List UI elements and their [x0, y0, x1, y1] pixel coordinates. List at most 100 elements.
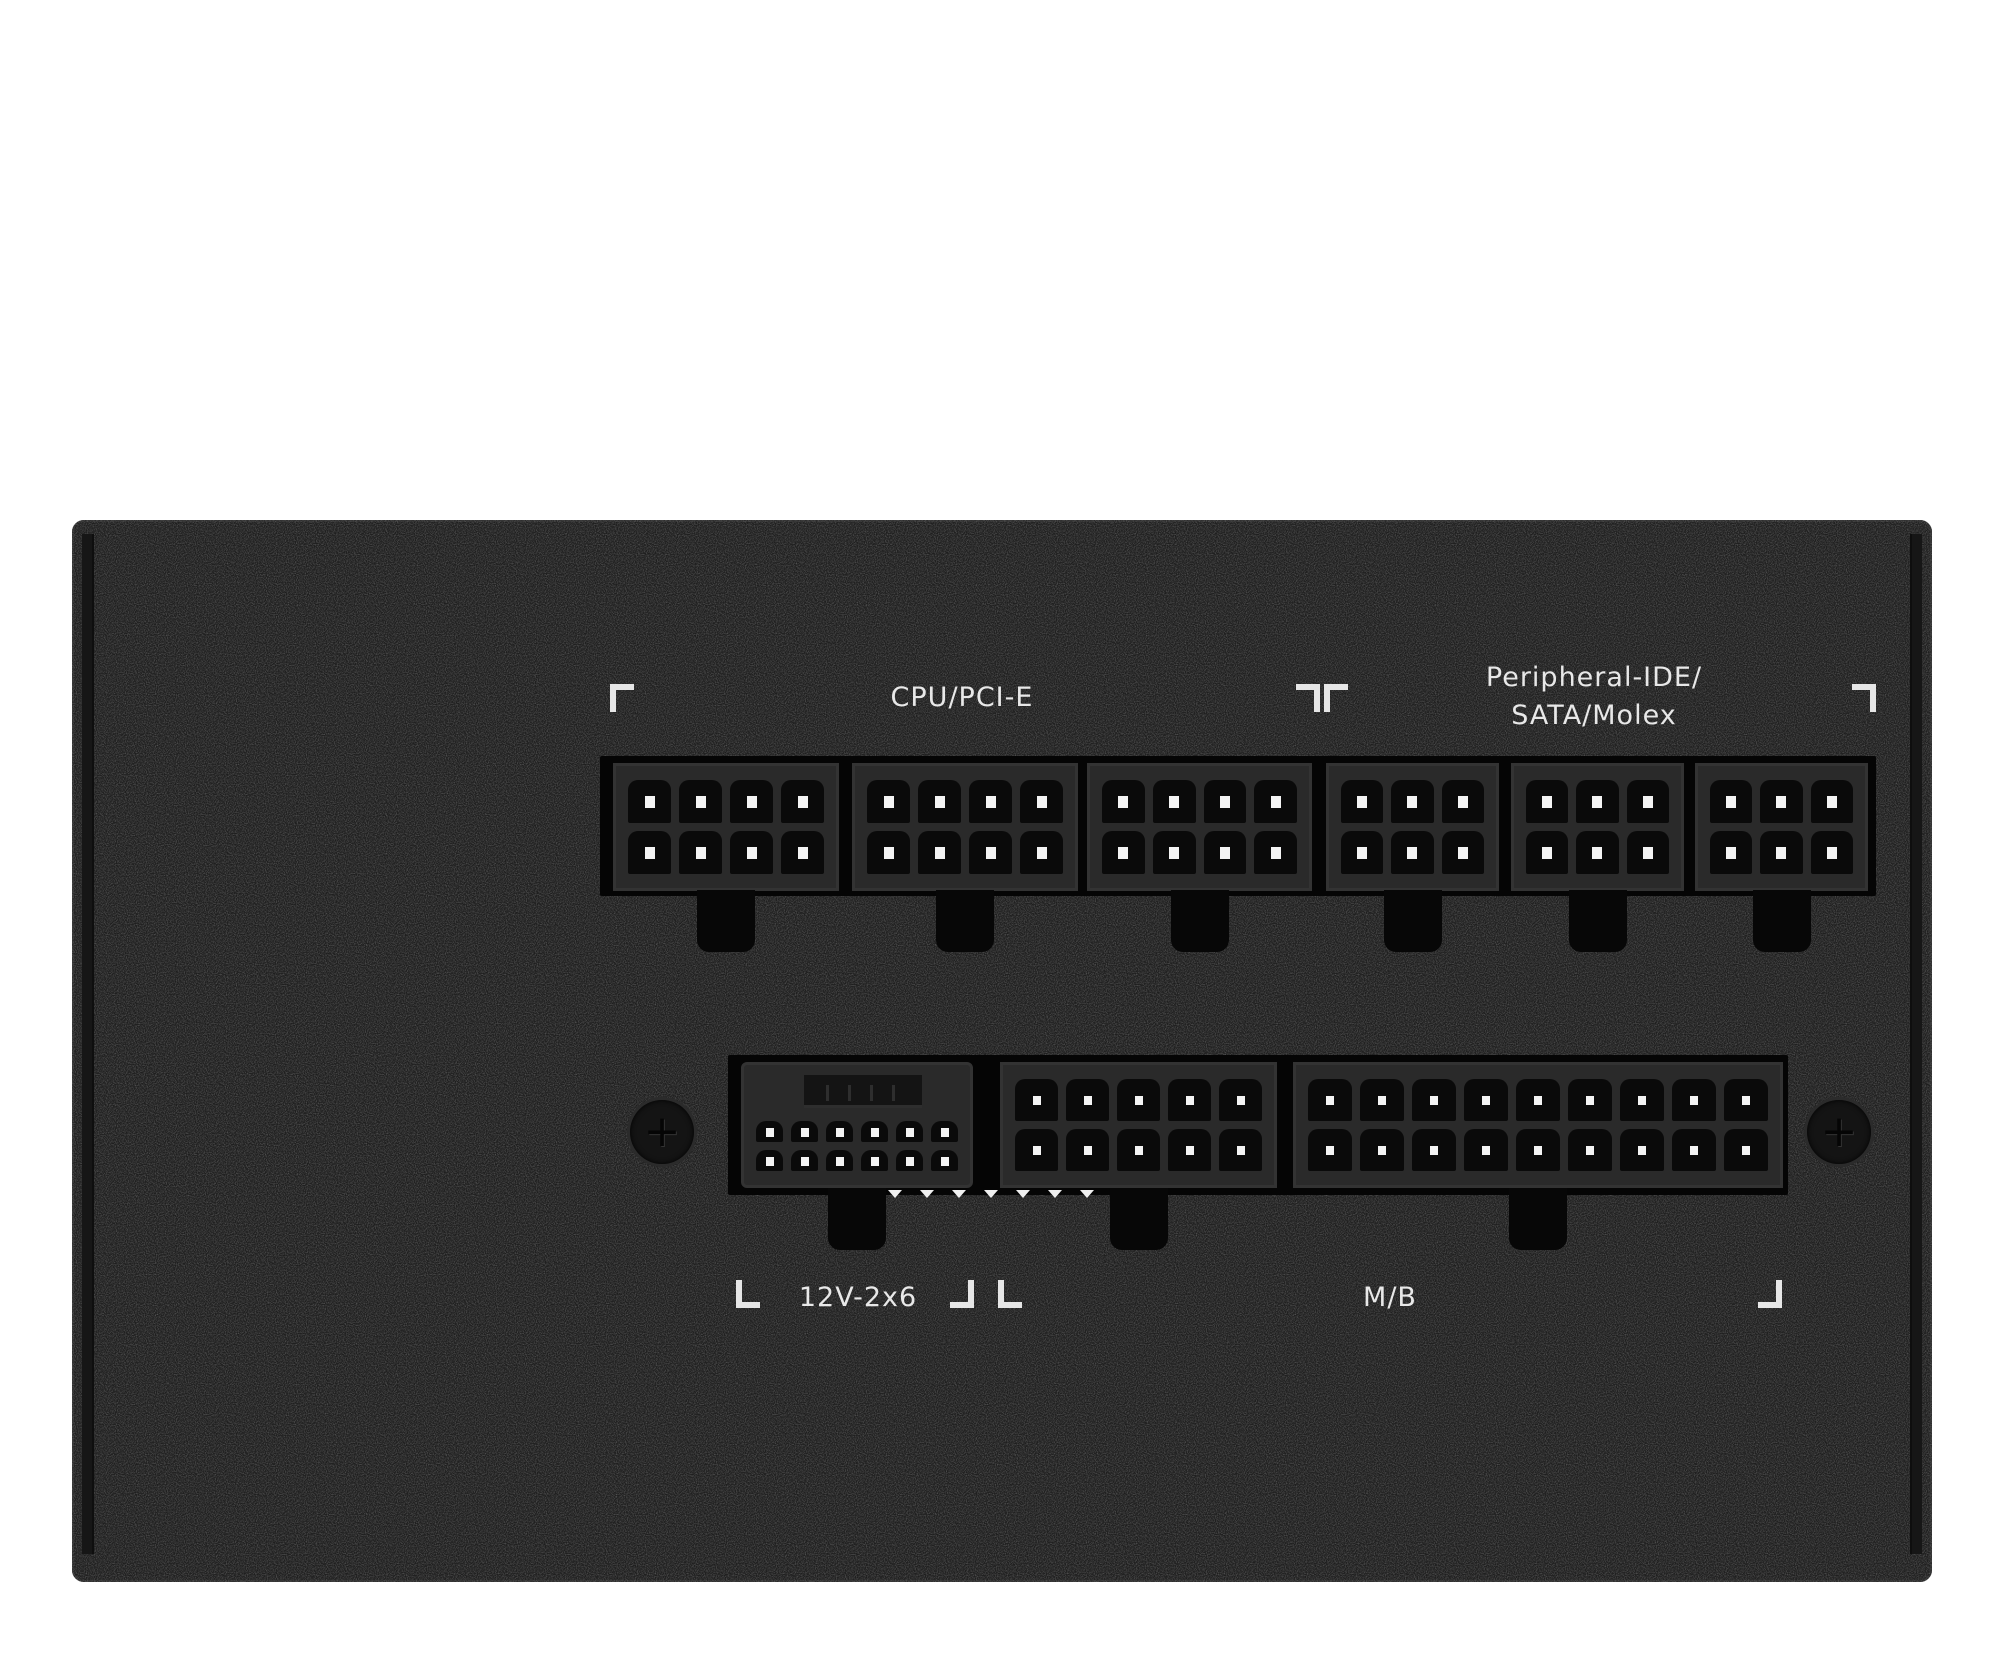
connector-12pin[interactable]: [741, 1062, 973, 1188]
pin-socket: [1760, 780, 1803, 823]
connector-6pin[interactable]: [1511, 763, 1684, 891]
pin-socket: [826, 1150, 853, 1171]
pin-socket: [1341, 831, 1384, 874]
pin-marker-icon: [920, 1190, 934, 1198]
pin-socket: [1015, 1079, 1058, 1121]
right-flange: [1910, 534, 1922, 1554]
pin-socket: [1015, 1129, 1058, 1171]
connector-latch: [1170, 890, 1229, 952]
pin-socket: [826, 1121, 853, 1142]
pin-socket: [1516, 1129, 1560, 1171]
pin-socket: [1020, 831, 1063, 874]
connector-8pin[interactable]: [613, 763, 839, 891]
bracket-corner-icon: [1296, 684, 1320, 712]
pin-socket: [781, 780, 824, 823]
connector-6pin[interactable]: [1695, 763, 1868, 891]
pin-socket: [1710, 831, 1753, 874]
pin-socket: [1360, 1079, 1404, 1121]
pin-socket: [1102, 780, 1145, 823]
pin-socket: [1391, 780, 1434, 823]
pin-socket: [1117, 1129, 1160, 1171]
pin-socket: [1810, 780, 1853, 823]
peripheral-label-line2: SATA/Molex: [1511, 700, 1677, 731]
motherboard-label: M/B: [1363, 1282, 1417, 1313]
connector-latch: [936, 890, 994, 952]
connector-latch: [828, 1188, 886, 1250]
pin-socket: [1203, 780, 1247, 823]
cpu-pcie-label: CPU/PCI-E: [890, 682, 1034, 713]
pin-socket: [1464, 1079, 1508, 1121]
pin-socket: [1308, 1079, 1352, 1121]
pin-socket: [1710, 780, 1753, 823]
pin-socket: [1526, 831, 1569, 874]
bracket-corner-icon: [736, 1280, 760, 1308]
pin-socket: [1412, 1079, 1456, 1121]
pin-socket: [1066, 1079, 1109, 1121]
pin-socket: [1626, 831, 1669, 874]
pin-socket: [1254, 831, 1297, 874]
bracket-corner-icon: [950, 1280, 974, 1308]
pin-socket: [1441, 831, 1484, 874]
connector-latch: [697, 890, 755, 952]
connector-18pin[interactable]: [1293, 1062, 1783, 1188]
pin-socket: [1219, 1129, 1262, 1171]
sense-pin-slot: [804, 1075, 922, 1108]
pin-socket: [1117, 1079, 1160, 1121]
pin-socket: [1360, 1129, 1404, 1171]
pin-socket: [1672, 1129, 1716, 1171]
pin-socket: [861, 1150, 888, 1171]
pin-socket: [1526, 780, 1569, 823]
pin-socket: [1102, 831, 1145, 874]
pin-socket: [1810, 831, 1853, 874]
pin-socket: [1620, 1129, 1664, 1171]
pin-socket: [1576, 831, 1619, 874]
bracket-corner-icon: [1324, 684, 1348, 712]
pin-socket: [1341, 780, 1384, 823]
pin-socket: [756, 1121, 783, 1142]
bracket-corner-icon: [1758, 1280, 1782, 1308]
pin-marker-icon: [1048, 1190, 1062, 1198]
connector-8pin[interactable]: [1087, 763, 1312, 891]
panel-texture: [72, 520, 1932, 1582]
pin-socket: [1308, 1129, 1352, 1171]
pin-socket: [969, 780, 1012, 823]
pin-socket: [791, 1150, 818, 1171]
pin-socket: [791, 1121, 818, 1142]
pin-socket: [861, 1121, 888, 1142]
pin-socket: [867, 831, 910, 874]
pin-socket: [730, 780, 773, 823]
connector-latch: [1509, 1188, 1567, 1250]
pin-socket: [1152, 780, 1196, 823]
screw-icon: +: [1807, 1100, 1871, 1164]
pin-socket: [1724, 1129, 1768, 1171]
connector-8pin[interactable]: [852, 763, 1078, 891]
pin-marker-icon: [1080, 1190, 1094, 1198]
pin-socket: [679, 831, 722, 874]
pin-socket: [1441, 780, 1484, 823]
pin-socket: [896, 1150, 923, 1171]
pin-socket: [931, 1121, 958, 1142]
psu-panel: [72, 520, 1932, 1582]
screw-icon: +: [630, 1100, 694, 1164]
pin-socket: [1066, 1129, 1109, 1171]
pin-socket: [628, 780, 671, 823]
pin-socket: [1672, 1079, 1716, 1121]
connector-6pin[interactable]: [1326, 763, 1499, 891]
pin-socket: [918, 831, 961, 874]
connector-10pin[interactable]: [1000, 1062, 1277, 1188]
pin-socket: [679, 780, 722, 823]
pin-socket: [867, 780, 910, 823]
pin-socket: [1516, 1079, 1560, 1121]
pin-socket: [969, 831, 1012, 874]
pin-socket: [1168, 1079, 1211, 1121]
pin-socket: [1219, 1079, 1262, 1121]
pin-socket: [1203, 831, 1247, 874]
pin-socket: [1760, 831, 1803, 874]
pin-socket: [781, 831, 824, 874]
pin-socket: [896, 1121, 923, 1142]
pin-socket: [931, 1150, 958, 1171]
pin-socket: [1626, 780, 1669, 823]
pin-socket: [1576, 780, 1619, 823]
pin-socket: [1391, 831, 1434, 874]
pin-socket: [1724, 1079, 1768, 1121]
